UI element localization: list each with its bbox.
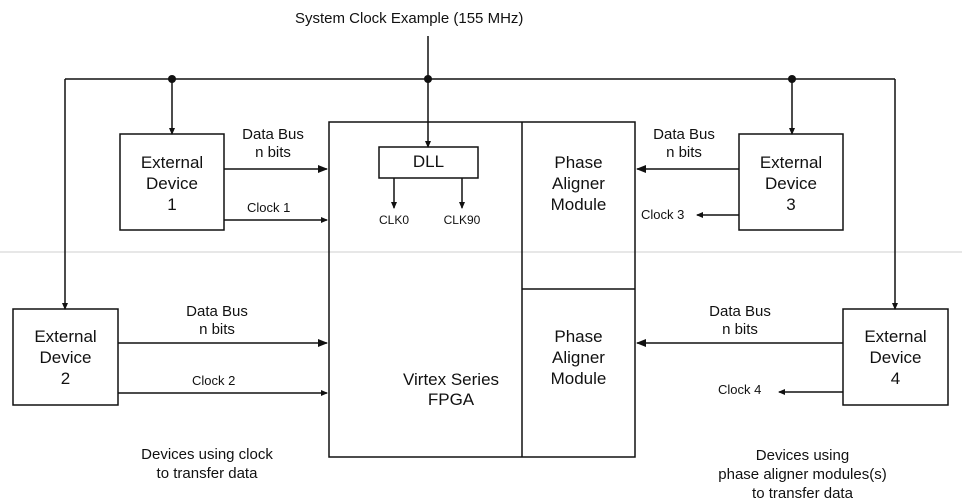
phase-aligner-bottom-line2: Aligner — [552, 348, 605, 367]
data-bus-3-line2: n bits — [666, 144, 702, 161]
device-3-number: 3 — [786, 195, 796, 214]
data-bus-1-line1: Data Bus — [242, 126, 304, 143]
data-bus-2-line2: n bits — [199, 321, 235, 338]
device-3-box — [738, 133, 844, 231]
right-caption-line1: Devices using — [755, 447, 850, 464]
device-1-number: 1 — [167, 195, 177, 214]
data-bus-2-line1: Data Bus — [186, 303, 248, 320]
device-4-number: 4 — [890, 369, 901, 388]
device-1-label: External Device 1 — [120, 152, 224, 215]
phase-aligner-top-line3: Module — [550, 195, 607, 214]
phase-aligner-top-line2: Aligner — [552, 174, 605, 193]
junction-dot — [168, 75, 176, 83]
clock-1-label: Clock 1 — [247, 200, 291, 215]
right-caption-line3: to transfer data — [752, 485, 853, 502]
device-1-line1: External — [140, 153, 204, 172]
phase-aligner-top-line1: Phase — [554, 153, 603, 172]
device-4-line1: External — [864, 327, 927, 346]
device-3-label: External Device 3 — [739, 152, 843, 215]
right-caption: Devices using phase aligner modules(s) t… — [690, 446, 915, 503]
data-bus-4-line1: Data Bus — [709, 303, 771, 320]
device-4-line2: Device — [869, 348, 922, 367]
phase-aligner-bottom-line1: Phase — [554, 327, 603, 346]
device-2-line1: External — [34, 327, 97, 346]
dll-box — [378, 146, 479, 179]
left-caption-line1: Devices using clock — [141, 446, 273, 463]
phase-aligner-top-label: Phase Aligner Module — [522, 152, 635, 215]
clock-3-label: Clock 3 — [641, 207, 685, 222]
fpga-label-line1: Virtex Series — [402, 370, 500, 389]
clk90-label: CLK90 — [443, 213, 481, 227]
clock-2-label: Clock 2 — [192, 373, 236, 388]
device-2-number: 2 — [60, 369, 71, 388]
data-bus-3-label: Data Bus n bits — [641, 126, 727, 162]
phase-aligner-bottom-line3: Module — [550, 369, 607, 388]
fpga-label-line2: FPGA — [427, 390, 475, 410]
data-bus-2-label: Data Bus n bits — [174, 303, 260, 339]
data-bus-1-line2: n bits — [255, 144, 291, 161]
device-3-line1: External — [759, 153, 823, 172]
clock-4-label: Clock 4 — [718, 382, 762, 397]
clk0-label: CLK0 — [378, 213, 410, 227]
device-2-line2: Device — [39, 348, 92, 367]
data-bus-3-line1: Data Bus — [653, 126, 715, 143]
phase-aligner-bottom-label: Phase Aligner Module — [522, 326, 635, 389]
device-4-box — [842, 308, 949, 406]
data-bus-1-label: Data Bus n bits — [230, 126, 316, 162]
device-1-box — [119, 133, 225, 231]
right-caption-line2: phase aligner modules(s) — [718, 466, 887, 483]
device-2-label: External Device 2 — [13, 326, 118, 389]
junction-dot — [788, 75, 796, 83]
device-4-label: External Device 4 — [843, 326, 948, 389]
junction-dot — [424, 75, 432, 83]
fpga-label: Virtex Series FPGA — [355, 370, 547, 411]
diagram-title: System Clock Example (155 MHz) — [295, 10, 524, 27]
device-2-box — [12, 308, 119, 406]
left-caption-line2: to transfer data — [156, 465, 258, 482]
device-3-line2: Device — [765, 174, 817, 193]
left-caption: Devices using clock to transfer data — [112, 445, 302, 483]
data-bus-4-label: Data Bus n bits — [697, 303, 783, 339]
dll-label: DLL — [412, 152, 445, 171]
data-bus-4-line2: n bits — [722, 321, 758, 338]
device-1-line2: Device — [146, 174, 198, 193]
